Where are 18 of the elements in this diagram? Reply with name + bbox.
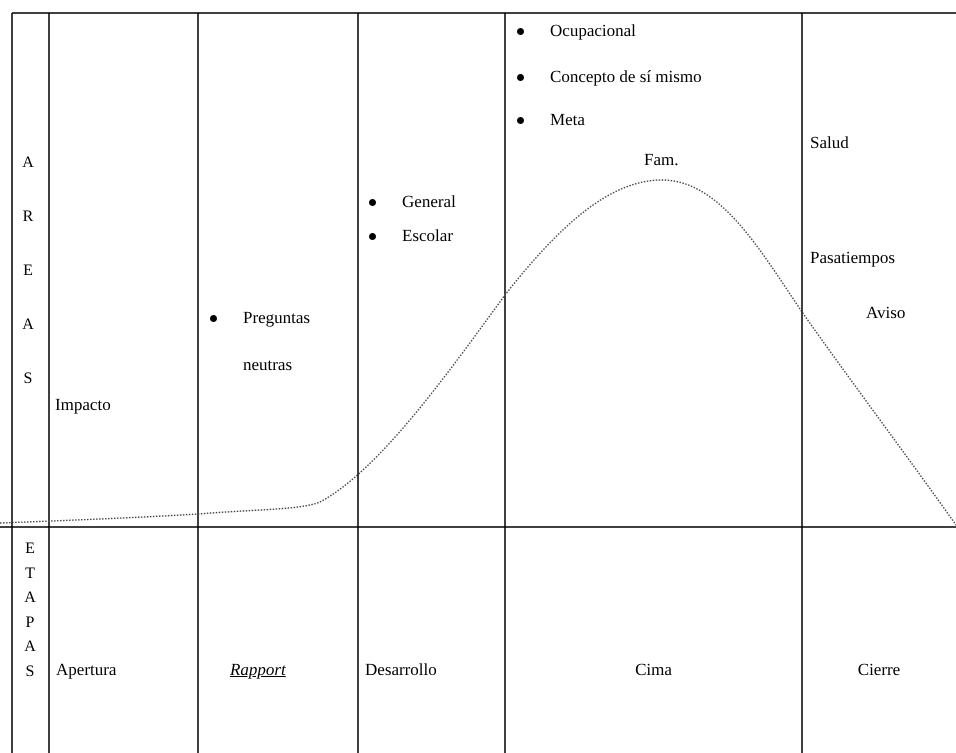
vertical-heading: ETAPAS — [23, 539, 37, 682]
area-label: Desarrollo — [365, 659, 437, 681]
area-label: Salud — [810, 132, 849, 154]
stage-label: Rapport — [230, 659, 286, 681]
area-label: Impacto — [55, 394, 111, 416]
bullet-item-text: Concepto de sí mismo — [550, 66, 702, 88]
bullet-item-text: Escolar — [402, 225, 453, 247]
stage-label: Cima — [634, 659, 673, 681]
area-label: Apertura — [56, 659, 116, 681]
area-label: Aviso — [866, 302, 906, 324]
bullet-item-text: Meta — [550, 109, 585, 131]
bullet-item-text: Ocupacional — [550, 20, 636, 42]
area-label: Pasatiempos — [810, 247, 895, 269]
stage-label: Cierre — [856, 659, 902, 681]
bullet-item-text: General — [402, 191, 456, 213]
peak-label: Fam. — [644, 149, 678, 171]
bullet-item-text: Preguntas neutras — [243, 307, 312, 376]
vertical-heading: AREAS — [21, 153, 35, 389]
